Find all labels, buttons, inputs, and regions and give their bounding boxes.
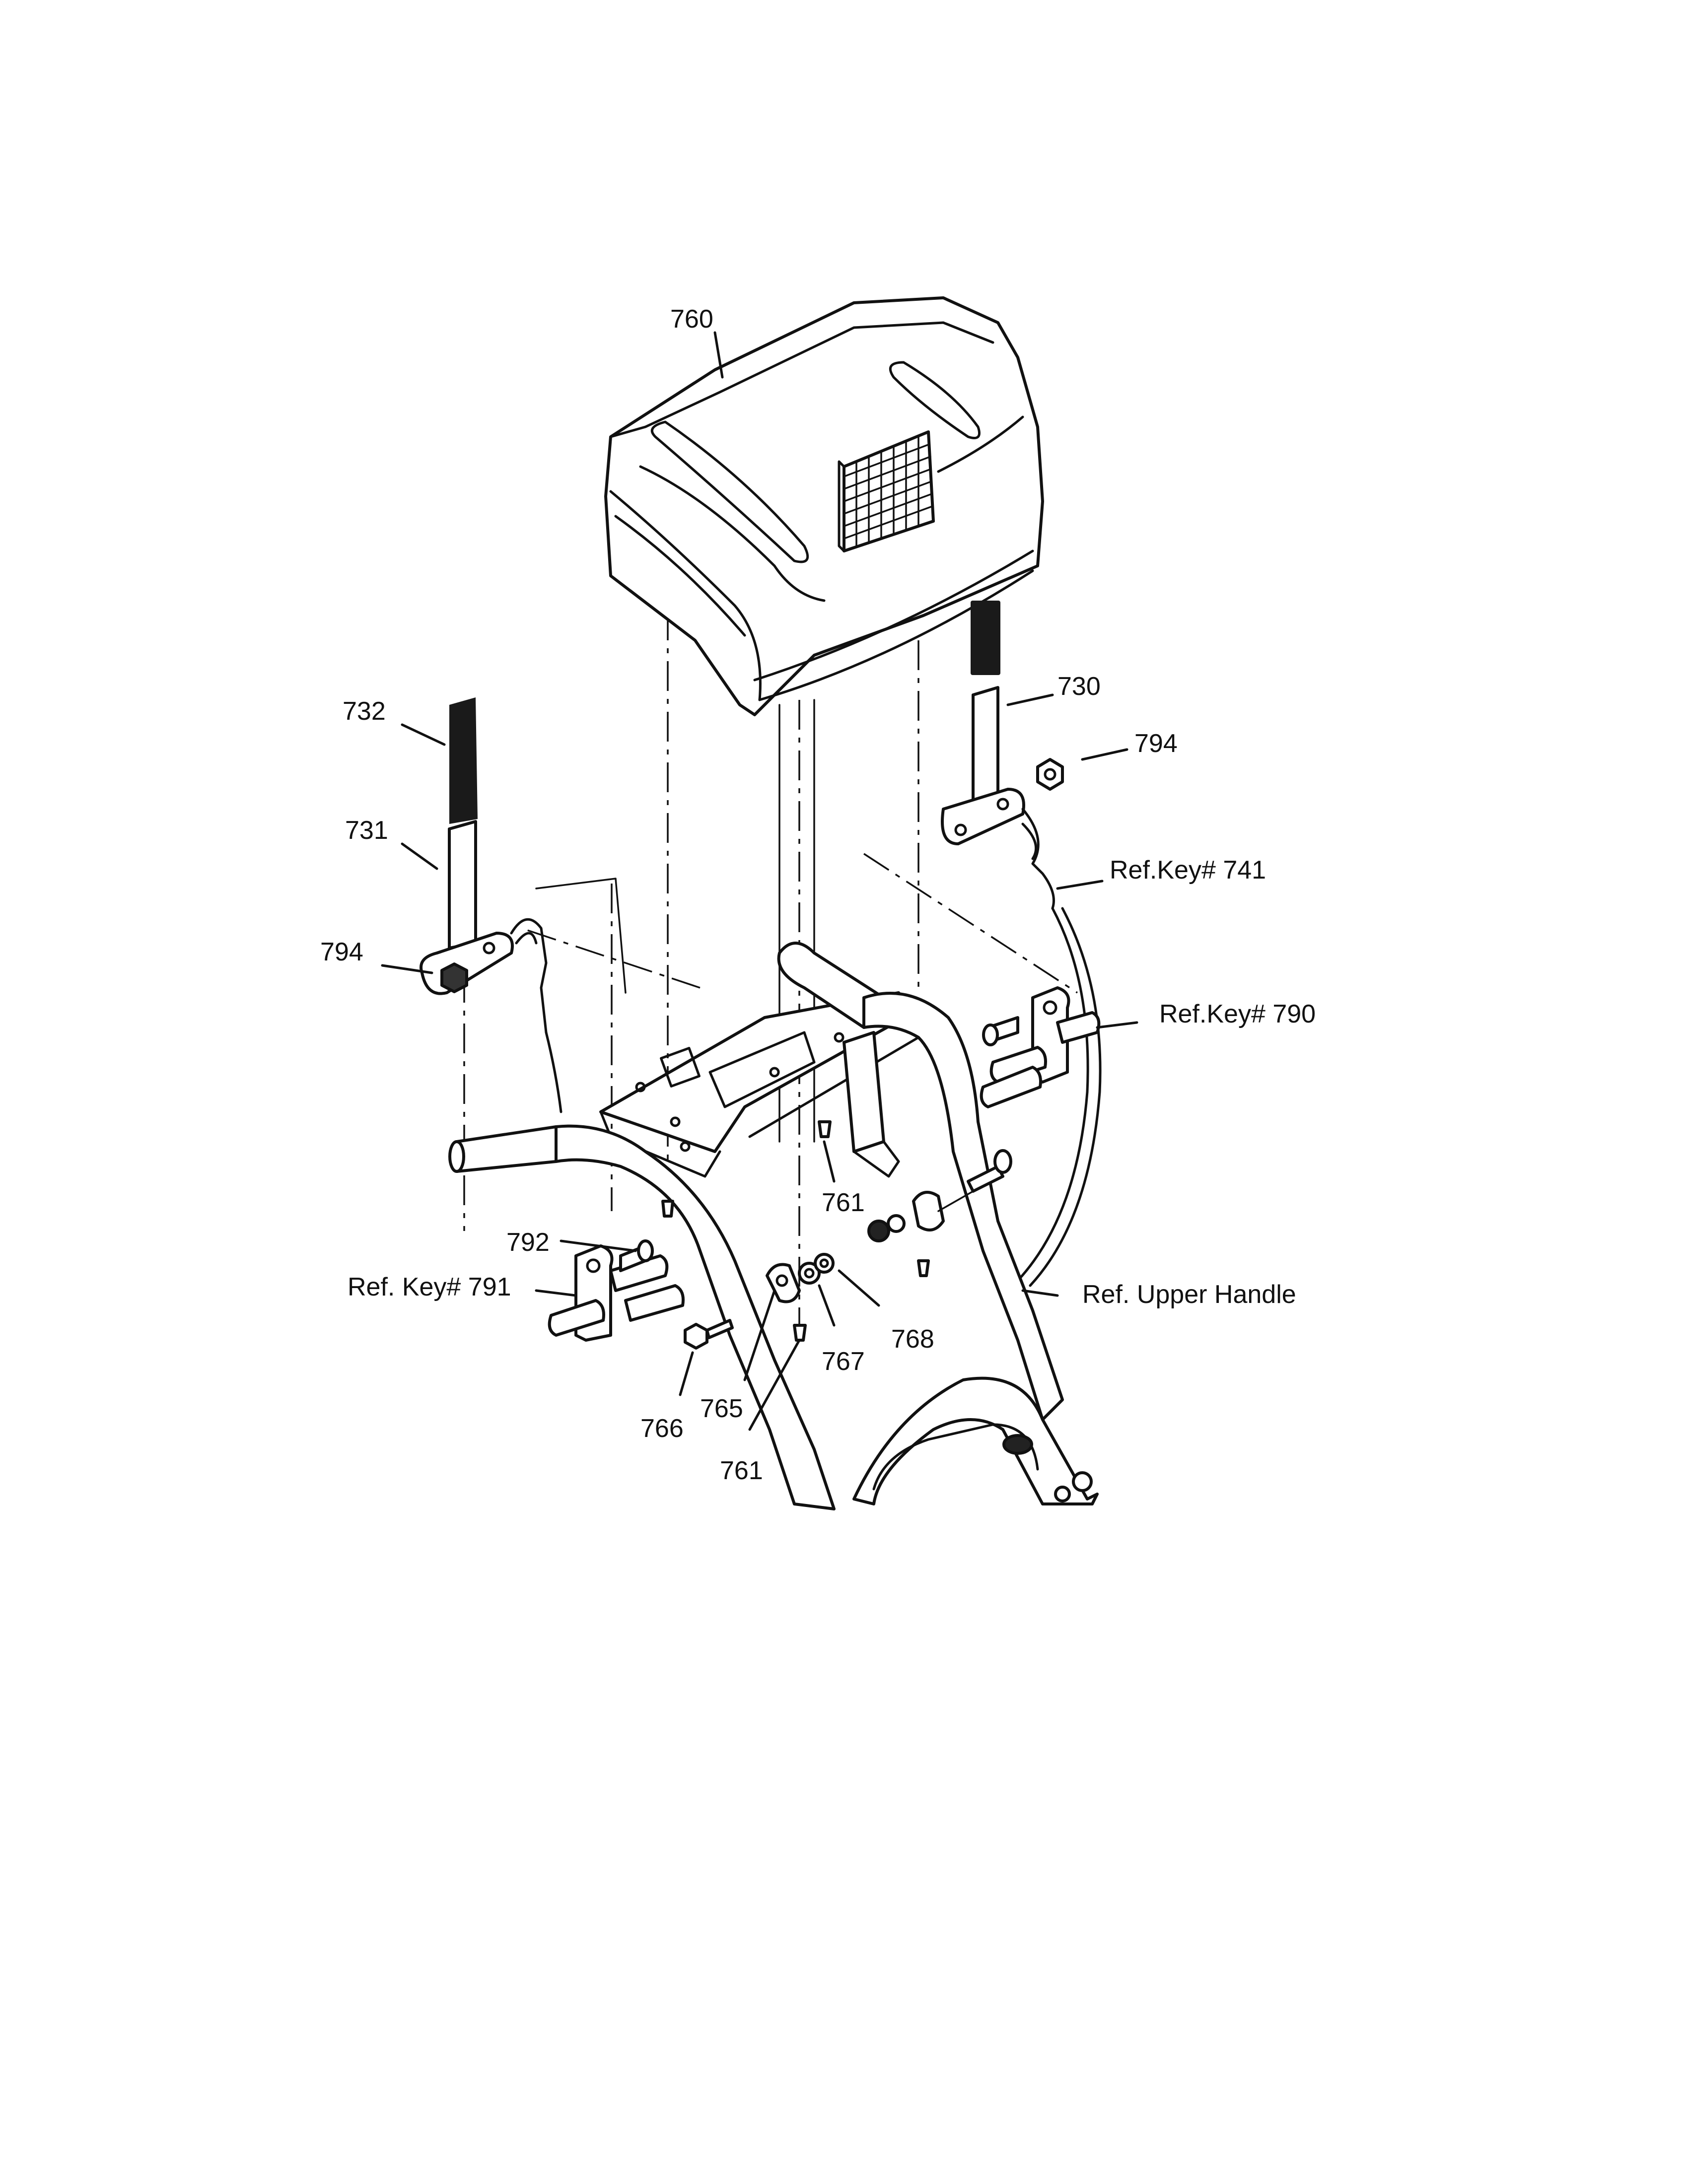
decal-732 <box>449 697 478 824</box>
bolt-right <box>967 1149 1012 1193</box>
hardware-group <box>661 1120 974 1350</box>
callout-ref-790: Ref.Key# 790 <box>1159 1000 1316 1028</box>
callout-768: 768 <box>891 1325 934 1354</box>
callout-731: 731 <box>345 816 388 845</box>
callout-761-upper: 761 <box>822 1188 865 1217</box>
callout-labels: 760 730 732 794 731 Ref.Key# 741 794 Ref… <box>320 305 1316 1485</box>
alignment-lines <box>463 611 1078 1335</box>
callout-792: 792 <box>506 1228 550 1257</box>
nut-794-right <box>1036 758 1064 791</box>
callout-766: 766 <box>640 1414 684 1443</box>
upper-handle <box>448 942 1099 1510</box>
lever-730 <box>941 686 1055 910</box>
leader-lines <box>381 331 1138 1431</box>
pivot-bracket-791 <box>548 1239 685 1342</box>
callout-ref-741: Ref.Key# 741 <box>1110 856 1266 885</box>
callout-760: 760 <box>670 305 713 334</box>
lever-731 <box>420 820 563 1113</box>
callout-732: 732 <box>343 697 386 726</box>
callout-794-right: 794 <box>1134 729 1178 758</box>
callout-761-lower: 761 <box>720 1456 763 1485</box>
callout-767: 767 <box>822 1347 865 1376</box>
callout-730: 730 <box>1057 672 1101 701</box>
callout-ref-upper-handle: Ref. Upper Handle <box>1082 1280 1296 1309</box>
cable-741 <box>1016 907 1089 1282</box>
decal-730-top <box>971 601 1000 675</box>
shroud-760 <box>604 296 1044 716</box>
callout-ref-791: Ref. Key# 791 <box>348 1273 511 1301</box>
callout-765: 765 <box>700 1394 743 1423</box>
callout-794-left: 794 <box>320 938 363 966</box>
pivot-bracket-790 <box>980 986 1101 1108</box>
